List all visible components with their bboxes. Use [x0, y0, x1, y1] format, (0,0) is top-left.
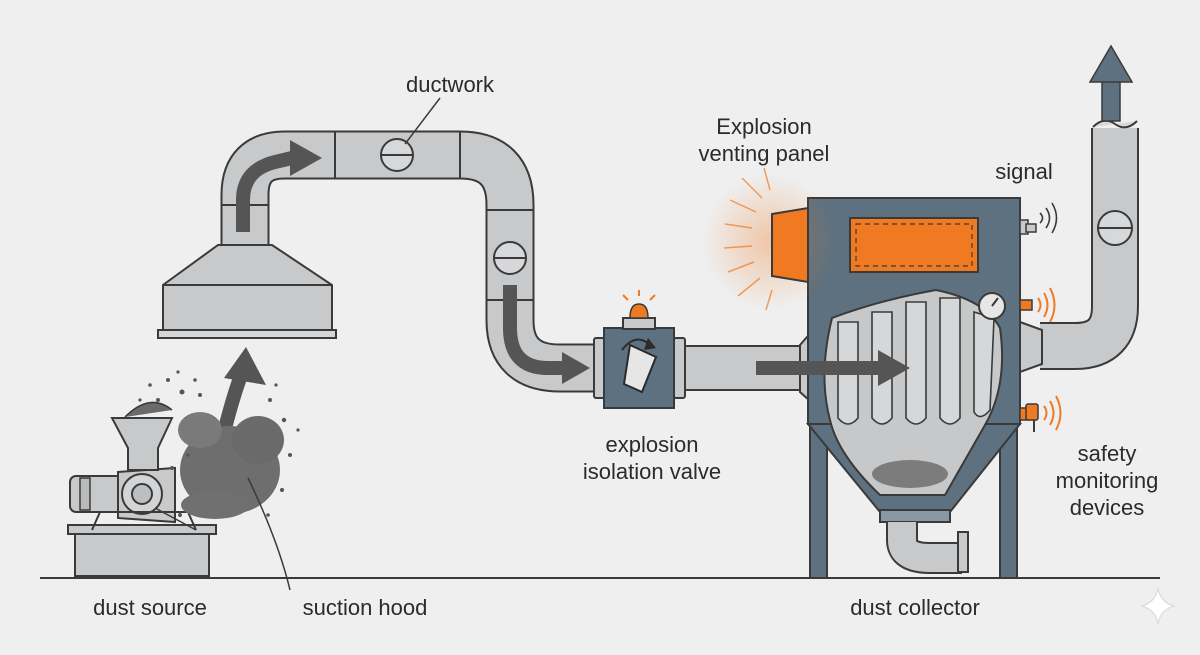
label-dust-source: dust source: [70, 594, 230, 621]
label-safety-line2: monitoring: [1055, 468, 1159, 493]
suction-up-arrow-head: [224, 347, 266, 385]
leader-dust-source: [154, 507, 197, 531]
flow-arrow-duct-down-head: [562, 352, 590, 384]
flow-arrow-duct-top-head: [290, 140, 322, 176]
flow-arrow-duct-top: [236, 151, 294, 232]
suction-hood: [157, 244, 337, 339]
label-explosion-isolation-valve: explosion isolation valve: [552, 431, 752, 485]
duct-damper-vertical: [493, 241, 527, 275]
alarm-waves-icon-lower: [1043, 395, 1062, 431]
label-ductwork: ductwork: [385, 71, 515, 98]
collected-dust-pile: [872, 460, 948, 488]
exhaust-up-arrow-head: [1088, 44, 1134, 83]
signal-waves-icon: [1039, 202, 1058, 234]
venting-burst-lines: [723, 167, 773, 311]
duct-damper-top: [380, 138, 414, 172]
safety-sensor-upper: [1019, 287, 1056, 323]
valve-flap-icon: [622, 343, 658, 394]
valve-alarm-light-icon: [622, 290, 656, 319]
dust-collector: [756, 197, 1023, 579]
label-signal-text: signal: [995, 159, 1053, 184]
label-suction-hood: suction hood: [280, 594, 450, 621]
label-dust-collector: dust collector: [830, 594, 1000, 621]
explosion-isolation-valve: [593, 290, 686, 409]
stack-damper: [1097, 210, 1133, 246]
flow-arrow-duct-down: [503, 285, 562, 375]
label-valve-line2: isolation valve: [582, 459, 722, 484]
dust-source-machine: [67, 401, 217, 577]
safety-sensor-lower: [1019, 395, 1062, 432]
label-suction-hood-text: suction hood: [302, 595, 428, 620]
filter-bags: [837, 297, 995, 425]
pressure-gauge-icon: [978, 292, 1006, 320]
label-signal: signal: [982, 158, 1066, 185]
label-ductwork-text: ductwork: [405, 72, 495, 97]
explosion-venting-panel: [702, 167, 838, 311]
label-safety-monitoring-devices: safety monitoring devices: [1032, 440, 1182, 521]
label-safety-line1: safety: [1077, 441, 1137, 466]
label-venting-panel-line1: Explosion: [716, 114, 812, 139]
alarm-waves-icon-upper: [1037, 287, 1056, 323]
leader-ductwork: [404, 97, 441, 145]
signal-sensor: [1019, 202, 1058, 235]
flow-arrow-collector-head: [878, 350, 910, 386]
label-dust-collector-text: dust collector: [850, 595, 980, 620]
ductwork: [220, 130, 600, 393]
exhaust-stack: [1019, 44, 1139, 374]
collector-control-panel: [849, 217, 979, 273]
label-explosion-venting-panel: Explosion venting panel: [683, 113, 845, 167]
leader-suction-hood: [247, 477, 291, 591]
label-valve-line1: explosion: [605, 432, 699, 457]
label-venting-panel-line2: venting panel: [698, 141, 830, 166]
sparkle-icon: [1140, 587, 1176, 625]
label-dust-source-text: dust source: [93, 595, 207, 620]
machine-hopper: [110, 417, 174, 471]
label-safety-line3: devices: [1069, 495, 1145, 520]
